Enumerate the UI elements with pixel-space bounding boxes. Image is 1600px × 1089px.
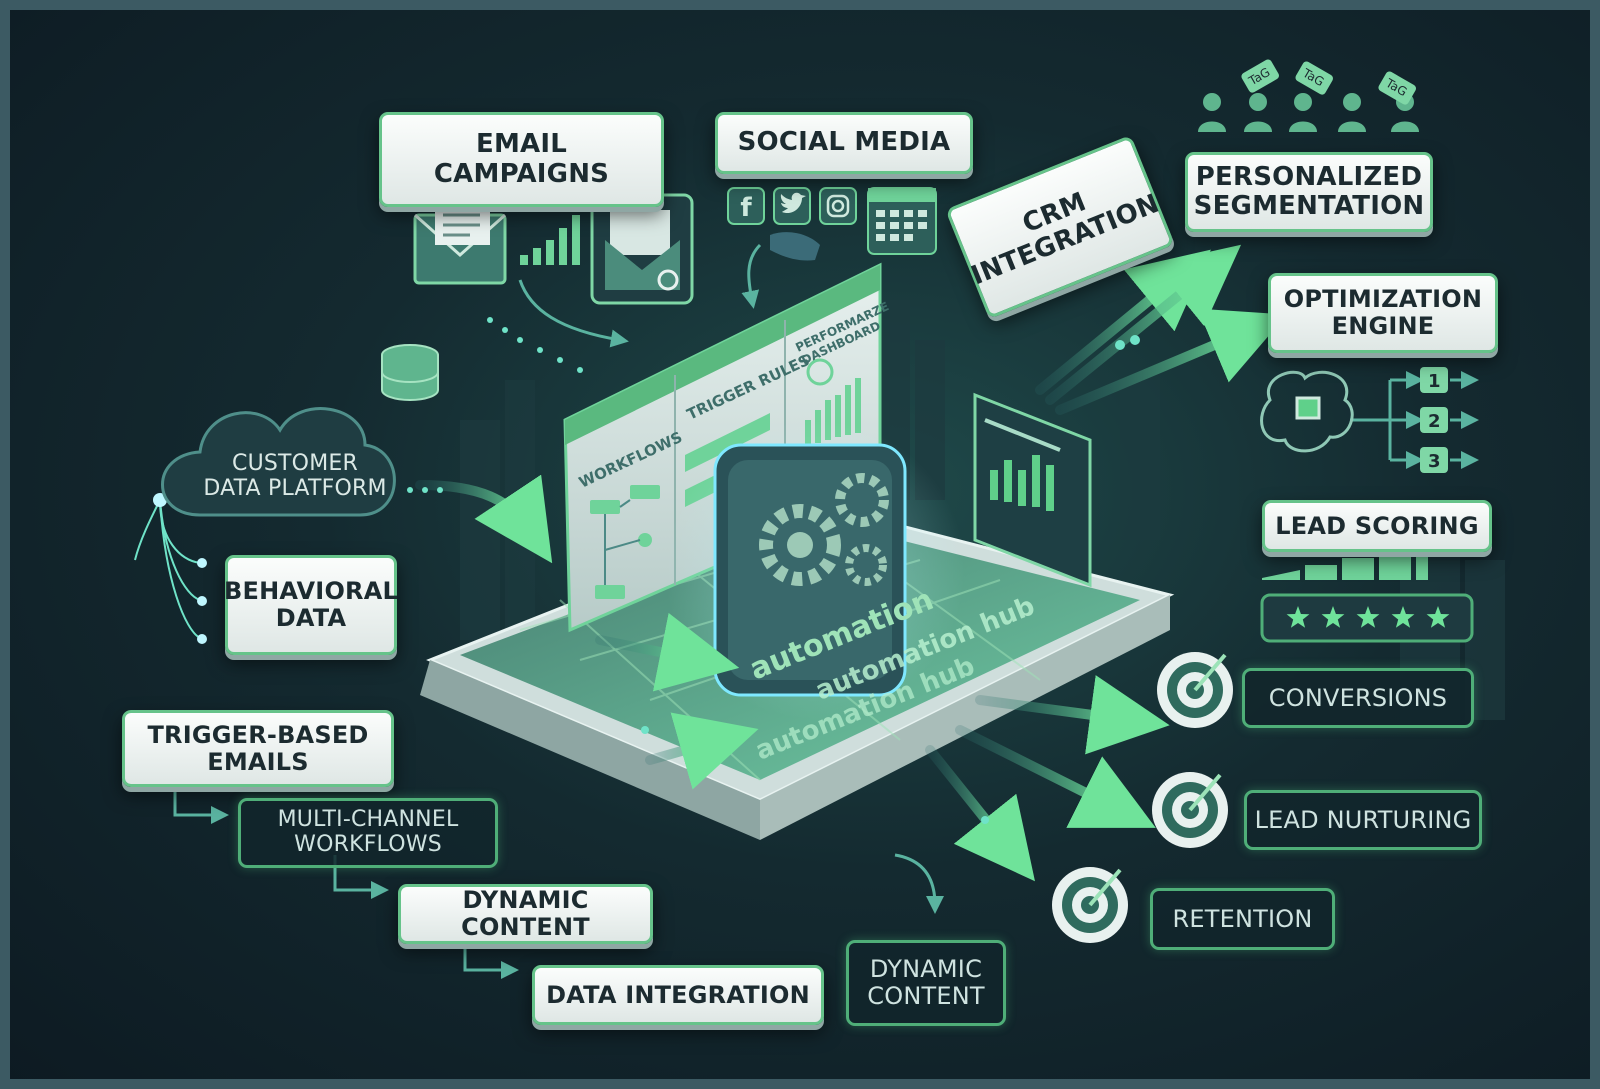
star-icon [1391,606,1415,628]
workflow-panel [563,262,882,633]
fiber-lines [134,499,201,639]
step-2-label: 2 [1428,411,1441,432]
dynamic-content-2-label: DYNAMIC CONTENT [846,940,1006,1026]
step-1-label: 1 [1428,371,1441,392]
lead-nurturing-label: LEAD NURTURING [1244,790,1482,850]
lead-scoring-label: LEAD SCORING [1262,500,1492,552]
mini-dashboard [973,392,1092,588]
email-chart-icon [520,215,580,265]
retention-label: RETENTION [1150,888,1335,950]
people-icons [1198,93,1419,132]
data-integration-label: DATA INTEGRATION [532,965,824,1025]
star-icon [1321,606,1345,628]
data-dots [407,317,1140,884]
flow-arrows [415,244,1287,882]
lead-score-stars [1260,593,1474,643]
star-icon [1356,606,1380,628]
conversions-label: CONVERSIONS [1242,668,1474,728]
trigger-based-emails-label: TRIGGER-BASED EMAILS [122,710,394,787]
social-media-label: SOCIAL MEDIA [715,112,973,174]
customer-data-platform-label: CUSTOMER DATA PLATFORM [203,451,387,501]
optimization-steps: 1 2 3 [1420,367,1448,473]
tag-icons: TaG TaG TaG [1241,59,1416,105]
cloud-icon [161,407,396,517]
at-envelope-icon [590,193,694,305]
step-3-label: 3 [1428,451,1441,472]
small-connectors [173,243,1479,979]
brain-icon [1260,370,1354,453]
dynamic-content-label: DYNAMIC CONTENT [398,884,653,944]
social-icons: f [727,187,937,261]
automation-cube [665,420,965,720]
database-icon [381,344,439,401]
lead-score-bars [1262,545,1428,580]
behavioral-data-label: BEHAVIORAL DATA [224,555,398,655]
personalized-segmentation-label: PERSONALIZED SEGMENTATION [1185,152,1433,232]
envelope-icon [413,205,507,285]
target-icons [1052,652,1233,943]
star-icon [1426,606,1450,628]
svg-text:f: f [740,193,752,223]
multi-channel-workflows-label: MULTI-CHANNEL WORKFLOWS [238,798,498,868]
optimization-engine-label: OPTIMIZATION ENGINE [1268,273,1498,353]
star-icon [1286,606,1310,628]
email-campaigns-label: EMAIL CAMPAIGNS [379,112,664,207]
